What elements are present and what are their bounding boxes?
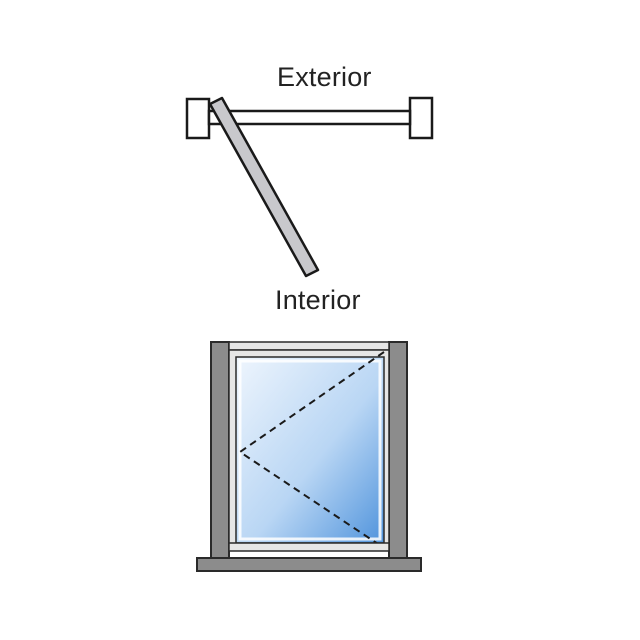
elevation-left-jamb bbox=[210, 341, 230, 559]
plan-frame-line bbox=[207, 109, 412, 126]
elevation-right-jamb bbox=[388, 341, 408, 559]
plan-left-jamb bbox=[185, 97, 211, 140]
plan-right-jamb bbox=[408, 96, 434, 140]
elevation-sash-inner-frame bbox=[238, 359, 382, 541]
elevation-head-frame bbox=[228, 341, 390, 351]
plan-open-sash bbox=[208, 96, 320, 278]
elevation-glass bbox=[235, 356, 385, 544]
elevation-sill bbox=[196, 557, 422, 572]
plan-view bbox=[185, 96, 434, 278]
elevation-hinge-indicator bbox=[238, 351, 385, 549]
elevation-bottom-rail bbox=[228, 542, 390, 552]
elevation-view bbox=[196, 341, 422, 572]
interior-label: Interior bbox=[275, 285, 361, 315]
exterior-label: Exterior bbox=[277, 62, 372, 92]
